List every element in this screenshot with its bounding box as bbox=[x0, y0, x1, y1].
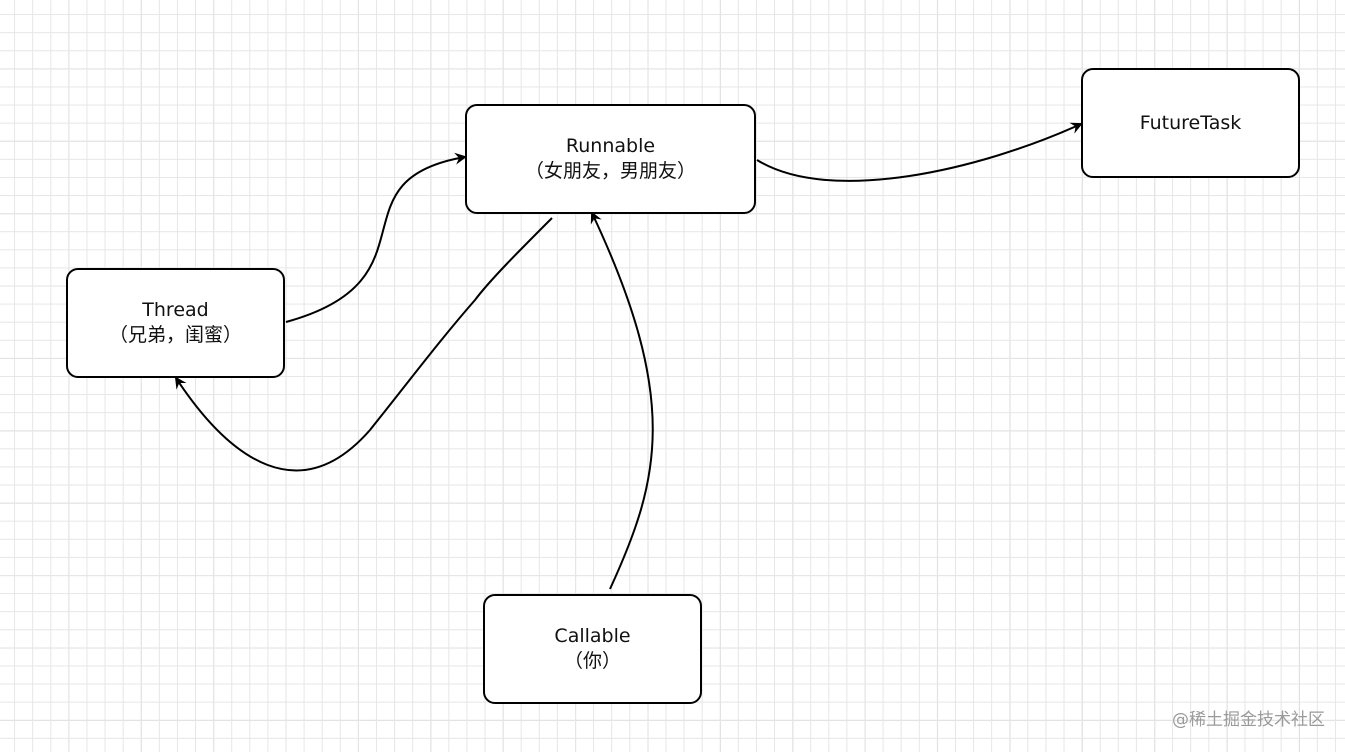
node-runnable-title: Runnable bbox=[565, 135, 656, 157]
node-thread-title: Thread bbox=[142, 299, 209, 321]
edge-callable-to-runnable bbox=[590, 211, 654, 590]
watermark: @稀土掘金技术社区 bbox=[1172, 710, 1325, 730]
node-runnable-subtitle: （女朋友，男朋友） bbox=[524, 160, 696, 182]
node-thread-subtitle: （兄弟，闺蜜） bbox=[108, 324, 242, 346]
node-thread[interactable]: Thread （兄弟，闺蜜） bbox=[66, 268, 285, 378]
node-runnable[interactable]: Runnable （女朋友，男朋友） bbox=[465, 104, 756, 214]
node-futuretask[interactable]: FutureTask bbox=[1081, 68, 1300, 178]
edge-runnable-to-futuretask bbox=[756, 122, 1083, 182]
node-callable-subtitle: （你） bbox=[563, 650, 621, 672]
node-futuretask-title: FutureTask bbox=[1139, 111, 1242, 134]
node-callable-title: Callable bbox=[554, 625, 631, 647]
edge-thread-to-runnable bbox=[285, 152, 467, 323]
edge-runnable-to-thread bbox=[174, 217, 553, 472]
node-callable[interactable]: Callable （你） bbox=[483, 594, 702, 704]
